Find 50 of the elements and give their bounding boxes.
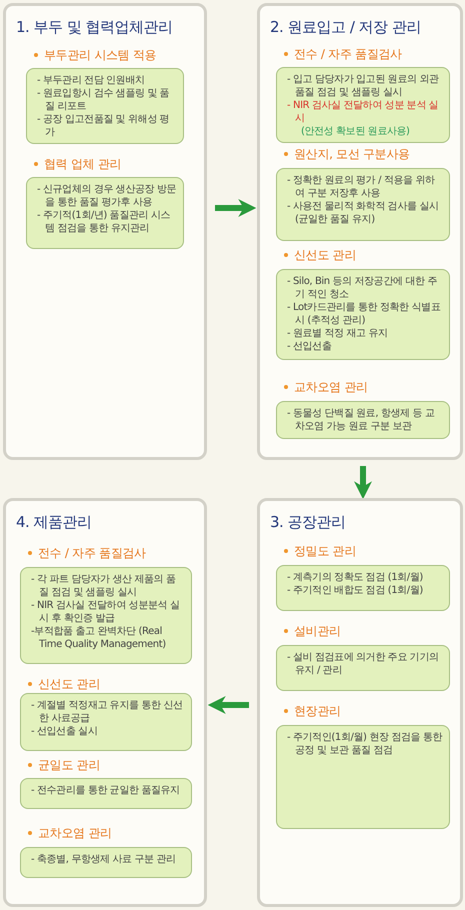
- section-heading: 정밀도 관리: [294, 543, 356, 560]
- section-heading: 원산지, 모선 구분사용: [294, 146, 410, 163]
- list-item: - 주기적인(1회/월) 현장 점검을 통한 공정 및 보관 품질 점검: [287, 731, 443, 757]
- section-heading: 설비관리: [294, 623, 341, 640]
- list-item: - 공장 입고전품질 및 위해성 평가: [37, 113, 170, 139]
- list-item: - 전수관리를 통한 균일한 품질유지: [31, 784, 181, 797]
- arrow: [215, 199, 256, 217]
- list-item: -부적합품 출고 완벽차단 (Real Time Quality Management): [31, 625, 167, 651]
- section-heading: 전수 / 자주 품질검사: [38, 545, 146, 562]
- section-heading: 신선도 관리: [294, 247, 356, 264]
- section-heading: 협력 업체 관리: [44, 156, 122, 173]
- panel: [3, 3, 207, 460]
- section-heading: 균일도 관리: [38, 757, 100, 774]
- list-item: - 계측기의 정확도 점검 (1회/월): [287, 571, 424, 584]
- list-item: - 축종별, 무항생제 사료 구분 관리: [31, 853, 177, 866]
- panel-title: 3. 공장관리: [270, 513, 346, 532]
- list-item: - 입고 담당자가 입고된 원료의 외관 품질 점검 및 샘플링 실시: [287, 73, 440, 99]
- list-item: - Lot카드관리를 통한 정확한 식별표시 (추적성 관리): [287, 301, 442, 327]
- arrow: [208, 696, 249, 714]
- section-heading: 부두관리 시스템 적용: [44, 47, 156, 64]
- section-heading: 전수 / 자주 품질검사: [294, 46, 402, 63]
- list-item: - 주기적(1회/년) 품질관리 시스템 점검을 통한 유지관리: [37, 209, 172, 235]
- panel: [257, 498, 463, 907]
- panel-title: 2. 원료입고 / 저장 관리: [270, 18, 421, 37]
- list-item: - 정확한 원료의 평가 / 적용을 위하여 구분 저장후 사용: [287, 174, 436, 200]
- list-item: - NIR 검사실 전달하여 성분 분석 실시: [287, 99, 440, 125]
- list-item: - 선입선출: [287, 340, 332, 353]
- panel-title: 1. 부두 및 협력업체관리: [16, 18, 173, 37]
- list-item: - 원료별 적정 재고 유지: [287, 327, 389, 340]
- section-heading: 교차오염 관리: [38, 825, 112, 842]
- list-item: - 각 파트 담당자가 생산 제품의 품질 점검 및 샘플링 실시: [31, 573, 177, 599]
- list-item: - 부두관리 전담 인원배치: [37, 74, 146, 87]
- list-item: - 설비 점검표에 의거한 주요 기기의 유지 / 관리: [287, 651, 440, 677]
- list-item: - 원료입항시 검수 샘플링 및 품질 리포트: [37, 87, 170, 113]
- section-heading: 신선도 관리: [38, 676, 100, 693]
- list-item: - 계절별 적정재고 유지를 통한 신선한 사료공급: [31, 699, 184, 725]
- list-item: - NIR 검사실 전달하여 성분분석 실시 후 확인증 발급: [31, 599, 180, 625]
- list-item: - 주기적인 배합도 점검 (1회/월): [287, 584, 424, 597]
- list-item: - 선입선출 실시: [31, 725, 98, 738]
- list-item: - 신규업체의 경우 생산공장 방문을 통한 품질 평가후 사용: [37, 183, 177, 209]
- list-item: - 동물성 단백질 원료, 항생제 등 교차오염 가능 원료 구분 보관: [287, 407, 436, 433]
- list-item: - Silo, Bin 등의 저장공간에 대한 주기 적인 청소: [287, 275, 438, 301]
- panel-title: 4. 제품관리: [16, 513, 92, 532]
- section-heading: 교차오염 관리: [294, 379, 368, 396]
- panel: [3, 498, 207, 907]
- arrow: [354, 466, 372, 500]
- panel: [257, 3, 463, 460]
- list-item: (안전성 확보된 원료사용): [300, 125, 411, 138]
- list-item: - 사용전 물리적 화학적 검사를 실시 (균일한 품질 유지): [287, 200, 440, 226]
- section-heading: 현장관리: [294, 703, 341, 720]
